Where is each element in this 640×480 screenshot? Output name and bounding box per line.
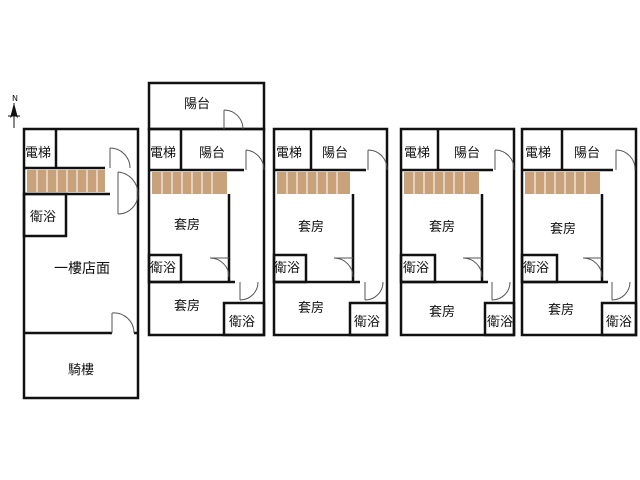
elevator-label: 電梯 [525,146,551,161]
bathroom-label: 衛浴 [229,315,255,330]
stair-floor-3 [277,172,350,194]
balcony-label: 陽台 [199,146,225,161]
stair-steps-floor-5 [534,172,586,194]
stair-steps-floor-1 [36,170,98,192]
doors-floor-1 [109,147,139,334]
suite-label: 套房 [429,219,455,235]
bathroom-label: 衛浴 [487,315,513,330]
balcony-label: 陽台 [322,146,348,161]
suite-label: 套房 [174,298,200,314]
doors-floor-2 [209,109,265,301]
suite-label: 套房 [298,300,324,316]
floor-3 [272,127,389,337]
elevator-label: 電梯 [404,146,430,161]
north-arrow-icon: N [8,94,20,128]
stair-floor-5 [525,172,600,194]
bathroom-label: 衛浴 [274,261,300,276]
elevator-label: 電梯 [150,146,176,161]
stair-floor-4 [404,172,479,194]
balcony-label: 陽台 [454,146,480,161]
stair-floor-1 [27,170,105,192]
bathroom-label: 衛浴 [606,315,632,330]
stair-steps-floor-2 [161,172,213,194]
bathroom-label: 衛浴 [523,261,549,276]
bathroom-label: 衛浴 [403,261,429,276]
floor-1 [22,127,140,400]
bathroom-label: 衛浴 [30,210,56,225]
doors-floor-4 [462,149,515,301]
bathroom-label: 衛浴 [354,315,380,330]
floor-5 [520,127,638,337]
floor-2 [147,81,266,337]
suite-label: 套房 [174,217,200,233]
compass-n-label: N [12,94,18,103]
stair-floor-2 [152,172,227,194]
stair-steps-floor-4 [413,172,465,194]
floor-4 [399,127,516,337]
doors-floor-3 [333,149,388,301]
bathroom-label: 衛浴 [150,261,176,276]
balcony-label: 陽台 [184,97,210,112]
arcade-label: 騎樓 [68,363,94,378]
suite-label: 套房 [298,219,324,235]
doors-floor-5 [582,149,636,301]
suite-label: 套房 [548,302,574,318]
balcony-label: 陽台 [574,146,600,161]
shop-label: 一樓店面 [54,261,110,277]
elevator-label: 電梯 [276,146,302,161]
suite-label: 套房 [550,221,576,237]
stair-steps-floor-3 [286,172,338,194]
elevator-label: 電梯 [25,146,51,161]
suite-label: 套房 [429,304,455,320]
